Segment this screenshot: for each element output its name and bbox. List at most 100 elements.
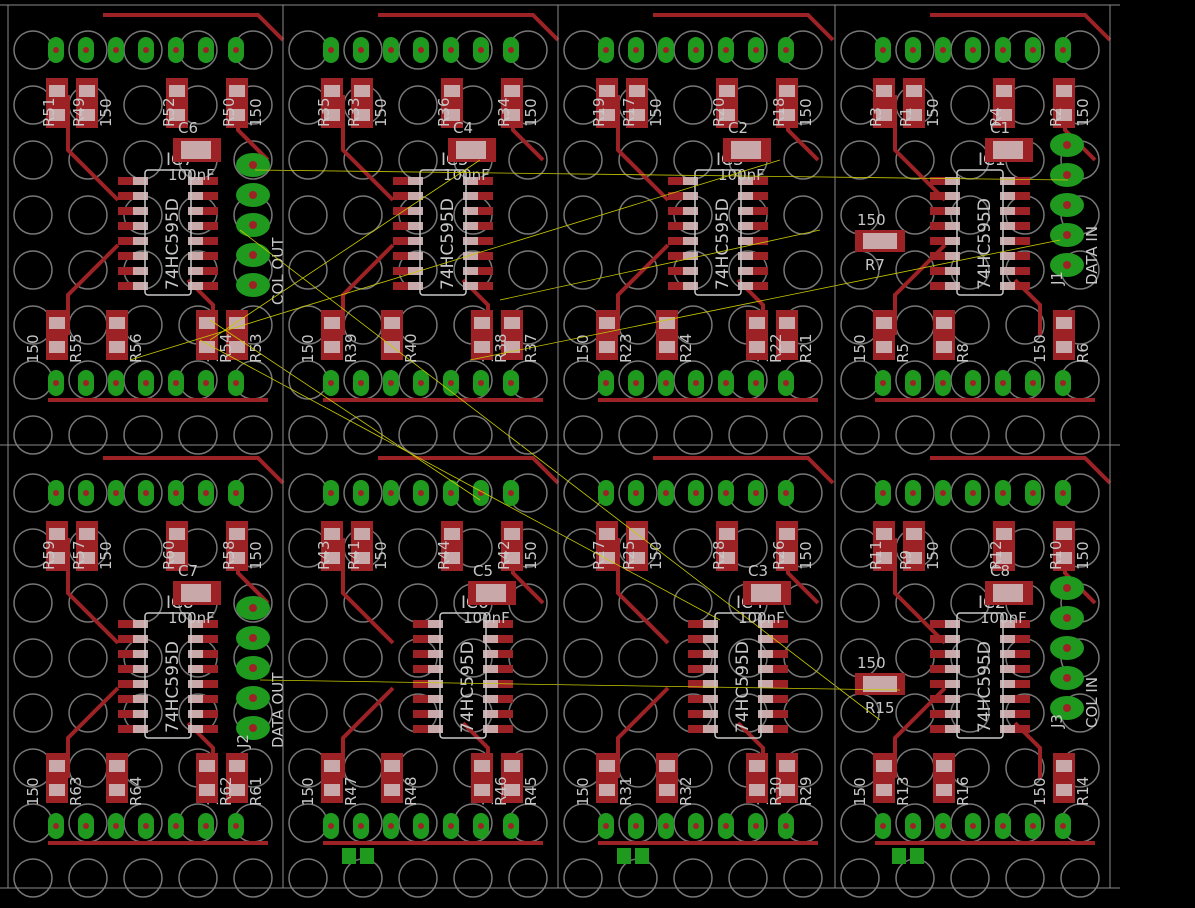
smd-pad <box>996 552 1012 564</box>
ic-pin-pad <box>133 635 148 643</box>
smd-pad <box>876 317 892 329</box>
drill-hole <box>249 281 257 289</box>
drill-hole <box>249 251 257 259</box>
smd-pad <box>719 85 735 97</box>
ic-pin-pad <box>133 695 148 703</box>
jumper-pad[interactable] <box>360 848 374 864</box>
jumper-pad[interactable] <box>892 848 906 864</box>
ic-pin-pad <box>945 222 960 230</box>
through-hole <box>563 638 603 678</box>
smd-pad <box>169 528 185 540</box>
through-hole <box>618 473 658 513</box>
ic-outline[interactable] <box>144 612 192 739</box>
drill-hole <box>970 490 976 496</box>
jumper-pad[interactable] <box>617 848 631 864</box>
module-ic3[interactable]: R19R17150R20R18150R23150R24R21150R22IC37… <box>563 13 835 455</box>
through-hole <box>783 250 823 290</box>
ic-pin-pad <box>945 710 960 718</box>
drill-hole <box>233 823 239 829</box>
ic-outline[interactable] <box>956 169 1004 296</box>
resistor-value: 150 <box>857 211 886 229</box>
ic-pin-pad <box>463 252 478 260</box>
ic-pin-pad <box>683 267 698 275</box>
ic-part-label: 74HC595D <box>458 641 478 733</box>
jumper-pad[interactable] <box>635 848 649 864</box>
jumper-pad[interactable] <box>910 848 924 864</box>
through-hole <box>343 473 383 513</box>
module-ic5[interactable]: R35R33150R36R34150R39150R40R37150R38IC57… <box>288 13 560 455</box>
capacitor-value: 100nF <box>738 609 785 627</box>
ic-pin-pad <box>1000 207 1015 215</box>
through-hole <box>895 140 935 180</box>
smd-pad <box>49 784 65 796</box>
ic-pin-pad <box>408 222 423 230</box>
ic-outline[interactable] <box>714 612 762 739</box>
smd-pad <box>474 317 490 329</box>
resistor-label: R23 <box>617 333 635 363</box>
through-hole <box>68 415 108 455</box>
smd-pad <box>876 760 892 772</box>
drill-hole <box>633 380 639 386</box>
smd-pad <box>779 109 795 121</box>
drill-hole <box>203 380 209 386</box>
resistor-label: R15 <box>865 699 895 717</box>
drill-hole <box>753 47 759 53</box>
ic-pin-pad <box>758 725 773 733</box>
drill-hole <box>1030 380 1036 386</box>
ic-pin-pad <box>758 710 773 718</box>
ic-outline[interactable] <box>956 612 1004 739</box>
resistor-label: R25 <box>620 540 638 570</box>
smd-pad <box>49 552 65 564</box>
resistor-label: R3 <box>867 107 885 127</box>
ic-pin-pad <box>945 635 960 643</box>
drill-hole <box>143 490 149 496</box>
module-ic1[interactable]: R3R1150R4R2150R5150R8R6150IC174HC595DC11… <box>840 13 1112 455</box>
through-hole <box>453 858 493 898</box>
drill-hole <box>910 490 916 496</box>
ic-pin-pad <box>463 282 478 290</box>
ic-pin-pad <box>408 207 423 215</box>
drill-hole <box>693 380 699 386</box>
module-ic8[interactable]: R59R57150R60R58150R63150R64R61150R62IC87… <box>13 456 287 898</box>
resistor-value: 150 <box>574 777 592 806</box>
ic-outline[interactable] <box>144 169 192 296</box>
capacitor-label: C3 <box>748 562 768 580</box>
smd-pad <box>504 317 520 329</box>
ic-pin-pad <box>1000 680 1015 688</box>
jumper-pad[interactable] <box>342 848 356 864</box>
smd-pad <box>993 141 1023 159</box>
ic-pin-pad <box>703 695 718 703</box>
smd-pad <box>779 341 795 353</box>
module-ic4[interactable]: R27R25150R28R26150R31150R32R29150R30IC47… <box>563 456 835 898</box>
airwire <box>199 339 721 621</box>
capacitor-value: 100nF <box>718 166 765 184</box>
drill-hole <box>143 380 149 386</box>
resistor-label: R54 <box>217 333 235 363</box>
through-hole <box>123 858 163 898</box>
drill-hole <box>448 823 454 829</box>
ic-outline[interactable] <box>419 169 467 296</box>
ic-outline[interactable] <box>439 612 487 739</box>
through-hole <box>68 638 108 678</box>
ic-outline[interactable] <box>694 169 742 296</box>
through-hole <box>68 195 108 235</box>
smd-pad <box>863 233 897 249</box>
smd-pad <box>169 109 185 121</box>
ic-pin-pad <box>133 710 148 718</box>
smd-pad <box>779 317 795 329</box>
through-hole <box>13 583 53 623</box>
smd-pad <box>936 784 952 796</box>
smd-pad <box>324 341 340 353</box>
ic-pin-pad <box>428 665 443 673</box>
through-hole <box>508 195 548 235</box>
through-hole <box>288 638 328 678</box>
through-hole <box>343 195 383 235</box>
module-ic2[interactable]: R11R9150R12R10150R13150R16R14150IC274HC5… <box>840 456 1112 898</box>
drill-hole <box>910 823 916 829</box>
smd-pad <box>504 109 520 121</box>
module-ic7[interactable]: R51R49150R52R50150R55150R56R53150R54IC77… <box>13 13 287 455</box>
module-ic6[interactable]: R43R41150R44R42150R47150R48R45150R46IC67… <box>288 456 560 898</box>
resistor-value: 150 <box>1074 98 1092 127</box>
resistor-value: 150 <box>522 98 540 127</box>
